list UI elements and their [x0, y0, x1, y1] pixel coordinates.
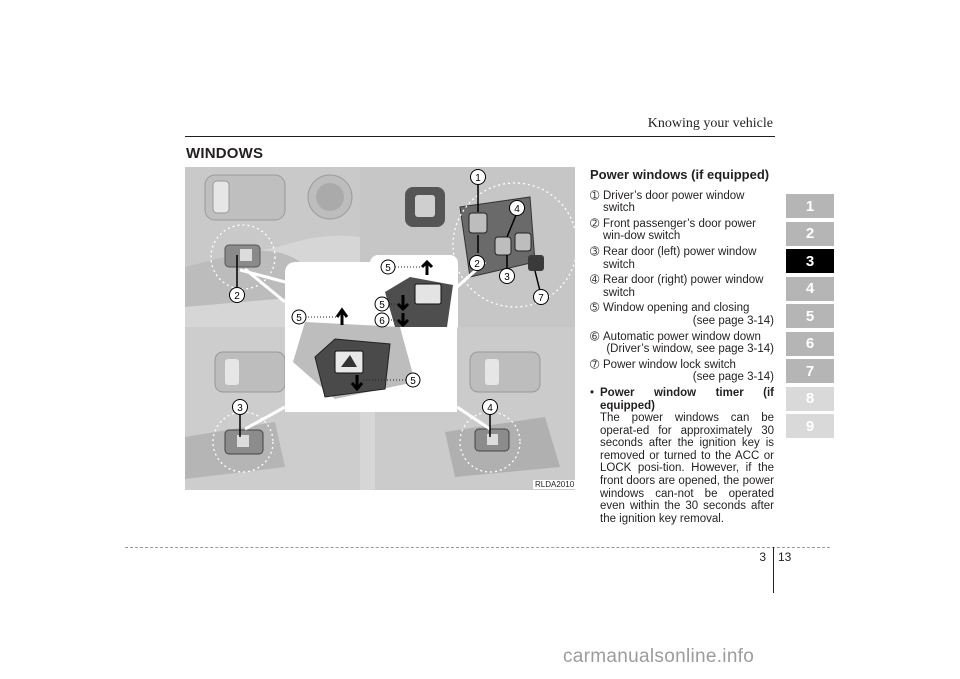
item-number: ➆ [590, 358, 600, 371]
page-section-number: 3 [759, 550, 766, 564]
list-item: ➆ Power window lock switch(see page 3-14… [590, 359, 774, 384]
svg-text:4: 4 [487, 403, 493, 414]
callout-4: 4 [509, 200, 525, 216]
chapter-tab-1[interactable]: 1 [786, 194, 834, 218]
illustration-svg [185, 167, 578, 490]
item-text: Driver’s door power window switch [603, 189, 745, 215]
header-title: Knowing your vehicle [647, 116, 773, 131]
figure-code: RLDA2010 [533, 480, 577, 489]
footer-divider [773, 547, 774, 593]
watermark: carmanualsonline.info [563, 646, 755, 667]
chapter-tab-3[interactable]: 3 [786, 249, 834, 273]
svg-text:2: 2 [234, 291, 240, 302]
bullet-text: The power windows can be operat-ed for a… [600, 412, 774, 525]
callout-5: 5 [380, 259, 396, 275]
item-text: Window opening and closing [603, 302, 750, 315]
svg-text:5: 5 [379, 300, 385, 311]
page-number: 13 [778, 550, 792, 564]
item-text: Rear door (left) power window switch [603, 245, 757, 271]
chapter-tab-9[interactable]: 9 [786, 414, 834, 438]
page-reference: (see page 3-14) [692, 314, 774, 327]
list-item: ➃ Rear door (right) power window switch [590, 274, 774, 299]
chapter-tabs: 1 2 3 4 5 6 7 8 9 [786, 194, 834, 442]
svg-text:3: 3 [237, 403, 243, 414]
item-number: ➁ [590, 217, 600, 230]
item-number: ➅ [590, 330, 600, 343]
list-item: ➀ Driver’s door power window switch [590, 190, 774, 215]
svg-text:5: 5 [410, 376, 416, 387]
item-text: Power window lock switch [603, 358, 736, 371]
chapter-tab-6[interactable]: 6 [786, 331, 834, 356]
bullet-item: • Power window timer (if equipped) The p… [590, 387, 774, 526]
callout-2: 2 [229, 287, 245, 303]
item-number: ➄ [590, 302, 600, 315]
list-item: ➅ Automatic power window down(Driver’s w… [590, 331, 774, 356]
svg-text:5: 5 [296, 313, 302, 324]
power-windows-heading: Power windows (if equipped) [590, 167, 770, 182]
callout-5: 5 [291, 309, 307, 325]
callout-2: 2 [469, 255, 485, 271]
callout-7: 7 [533, 289, 549, 305]
bullet-dot: • [590, 386, 595, 399]
callout-5: 5 [374, 296, 390, 312]
svg-text:1: 1 [475, 173, 481, 184]
svg-text:3: 3 [504, 272, 510, 283]
list-item: ➂ Rear door (left) power window switch [590, 246, 774, 271]
svg-text:2: 2 [474, 259, 480, 270]
callout-4: 4 [482, 399, 498, 415]
footer-dashed-line [125, 547, 830, 548]
item-number: ➂ [590, 245, 600, 258]
callout-3: 3 [499, 268, 515, 284]
list-item: ➁ Front passenger’s door power win-dow s… [590, 218, 774, 243]
svg-text:6: 6 [379, 316, 385, 327]
callout-1: 1 [470, 169, 486, 185]
item-number: ➀ [590, 189, 600, 202]
chapter-tab-5[interactable]: 5 [786, 304, 834, 328]
callout-6: 6 [374, 312, 390, 328]
page-reference: (Driver’s window, see page 3-14) [606, 343, 774, 356]
callout-3: 3 [232, 399, 248, 415]
chapter-tab-4[interactable]: 4 [786, 276, 834, 301]
chapter-tab-2[interactable]: 2 [786, 221, 834, 246]
section-title: WINDOWS [186, 145, 264, 162]
callout-5: 5 [405, 372, 421, 388]
list-item: ➄ Window opening and closing(see page 3-… [590, 302, 774, 327]
item-text: Front passenger’s door power win-dow swi… [603, 217, 756, 243]
header-rule [185, 136, 775, 137]
callout-labels: 1 2 2 3 3 4 4 5 [229, 169, 549, 415]
chapter-tab-8[interactable]: 8 [786, 386, 834, 411]
svg-text:5: 5 [385, 263, 391, 274]
window-switch-illustration: 1 2 2 3 3 4 4 5 [185, 167, 578, 490]
chapter-tab-7[interactable]: 7 [786, 359, 834, 383]
power-windows-section: Power windows (if equipped) ➀ Driver’s d… [590, 167, 774, 526]
page-reference: (see page 3-14) [692, 371, 774, 384]
item-text: Automatic power window down [603, 330, 761, 343]
svg-text:4: 4 [514, 204, 520, 215]
svg-text:7: 7 [538, 293, 544, 304]
item-number: ➃ [590, 274, 600, 287]
item-text: Rear door (right) power window switch [603, 274, 764, 299]
bullet-title: Power window timer (if equipped) [600, 386, 774, 412]
